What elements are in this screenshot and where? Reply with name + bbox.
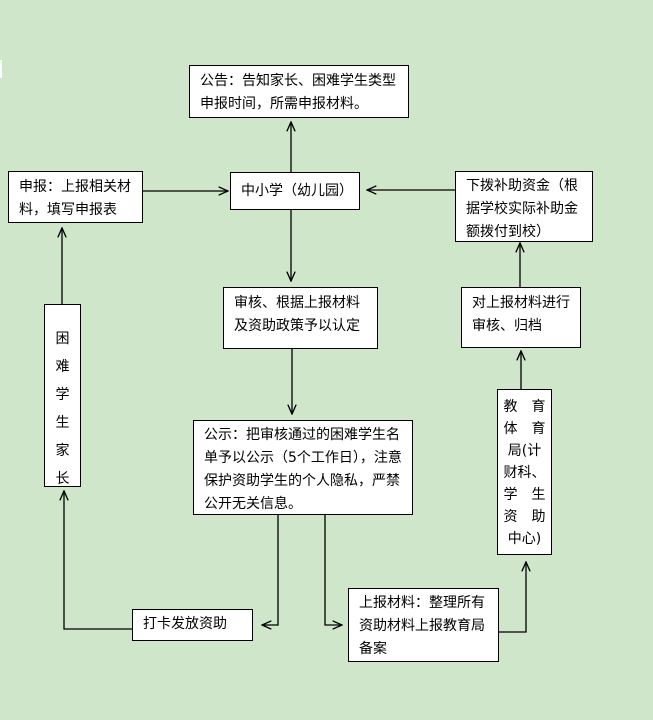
bureau-line: 学 生 (503, 487, 546, 503)
node-review: 审核、根据上报材料及资助政策予以认定 (223, 287, 378, 349)
parents-char: 难 (55, 359, 70, 375)
node-card: 打卡发放资助 (132, 609, 253, 641)
bureau-line: 教 育 (503, 399, 546, 415)
edge-report-bureau (498, 562, 526, 633)
bureau-line: 资 助 (503, 509, 546, 525)
node-publicize: 公示：把审核通过的困难学生名单予以公示（5个工作日），注意保护资助学生的个人隐私… (193, 420, 413, 515)
edge-card-parents (64, 491, 132, 630)
node-report: 上报材料：整理所有资助材料上报教育局备案 (348, 588, 499, 662)
node-bureau-review: 对上报材料进行审核、归档 (461, 287, 581, 348)
node-school: 中小学（幼儿园） (230, 172, 360, 210)
node-apply: 申报：上报相关材料，填写申报表 (8, 171, 143, 223)
parents-char: 长 (55, 471, 70, 487)
edge-publicize-card (262, 513, 279, 625)
bureau-line: 中心) (507, 531, 542, 547)
node-fund: 下拨补助资金（根据学校实际补助金额拨付到校） (455, 171, 593, 242)
bureau-line: 局(计 (507, 443, 542, 459)
parents-char: 家 (55, 443, 70, 459)
bureau-line: 财科、 (503, 465, 546, 481)
edge-artifact (0, 60, 2, 78)
node-announce: 公告：告知家长、困难学生类型申报时间，所需申报材料。 (189, 65, 409, 118)
bureau-line: 体 育 (503, 421, 546, 437)
parents-char: 学 (55, 387, 70, 403)
parents-char: 生 (55, 415, 70, 431)
node-bureau: 教 育 体 育 局(计 财科、 学 生 资 助 中心) (497, 389, 552, 555)
node-parents: 困 难 学 生 家 长 (44, 304, 81, 487)
parents-char: 困 (55, 331, 70, 347)
edge-publicize-report (324, 513, 342, 625)
